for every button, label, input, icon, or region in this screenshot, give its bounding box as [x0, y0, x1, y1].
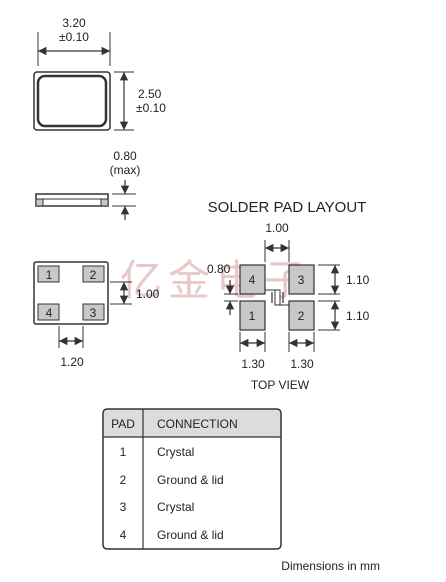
table-row-2-connection: Ground & lid	[157, 473, 224, 487]
table-header-pad: PAD	[111, 417, 135, 431]
table-row-1-pad: 1	[120, 445, 127, 459]
side-height-value: 0.80	[113, 149, 137, 163]
layout-gap-value: 1.00	[265, 221, 289, 235]
package-outline	[33, 71, 111, 131]
layout-pad-label-1: 1	[249, 309, 256, 323]
layout-pad-2	[288, 300, 315, 331]
layout-pad-label-4: 4	[249, 273, 256, 287]
bottom-pad-label-2: 2	[90, 268, 97, 282]
bottom-pad-3	[82, 303, 105, 321]
side-height-note: (max)	[110, 163, 141, 177]
table-row-2-pad: 2	[120, 473, 127, 487]
table-outline	[102, 408, 282, 550]
layout-pad-label-2: 2	[298, 309, 305, 323]
side-terminal-left	[35, 198, 44, 207]
table-row-1-connection: Crystal	[157, 445, 194, 459]
solder-pad-layout-title: SOLDER PAD LAYOUT	[208, 199, 367, 216]
layout-pad-1	[239, 300, 266, 331]
table-row-3-pad: 3	[120, 500, 127, 514]
pad-width-left-value: 1.30	[241, 357, 265, 371]
bottom-pad-label-3: 3	[90, 306, 97, 320]
pad-height-bottom-value: 1.10	[346, 309, 370, 323]
pad-height-top-value: 1.10	[346, 273, 370, 287]
side-view-package: 0.80 (max)	[35, 149, 141, 220]
table-row-4-pad: 4	[120, 528, 127, 542]
top-view-package: 3.20 ±0.10 2.50 ±0.10	[33, 16, 166, 131]
pad-gap-value: 1.00	[136, 287, 160, 301]
layout-pad-4	[239, 264, 266, 295]
package-width-tolerance: ±0.10	[59, 30, 89, 44]
top-view-label: TOP VIEW	[251, 378, 310, 392]
pad-pitch-value: 1.20	[60, 355, 84, 369]
table-header-background	[103, 409, 281, 437]
side-terminal-right	[100, 198, 109, 207]
table-row-3-connection: Crystal	[157, 500, 194, 514]
bottom-pad-label-4: 4	[46, 306, 53, 320]
layout-offset-value: 0.80	[207, 262, 231, 276]
side-body	[35, 193, 109, 207]
table-header-connection: CONNECTION	[157, 417, 238, 431]
bottom-pad-4	[37, 303, 60, 321]
units-note: Dimensions in mm	[281, 559, 380, 573]
table-row-4-connection: Ground & lid	[157, 528, 224, 542]
bottom-pad-2	[82, 265, 105, 283]
pad-width-right-value: 1.30	[290, 357, 314, 371]
package-width-value: 3.20	[62, 16, 86, 30]
layout-pad-3	[288, 264, 315, 295]
bottom-view-package: 1 2 4 3 1.00 1.20	[33, 261, 160, 369]
crystal-symbol	[265, 289, 289, 306]
bottom-pad-1	[37, 265, 60, 283]
layout-pad-label-3: 3	[298, 273, 305, 287]
bottom-pad-label-1: 1	[46, 268, 53, 282]
package-height-tolerance: ±0.10	[136, 101, 166, 115]
pad-connection-table: PAD CONNECTION 1 Crystal 2 Ground & lid …	[102, 408, 282, 550]
package-lid	[36, 74, 108, 128]
package-height-value: 2.50	[138, 87, 162, 101]
solder-pad-layout: SOLDER PAD LAYOUT 1.00 4 3 1 2 0.80 1	[207, 199, 370, 392]
